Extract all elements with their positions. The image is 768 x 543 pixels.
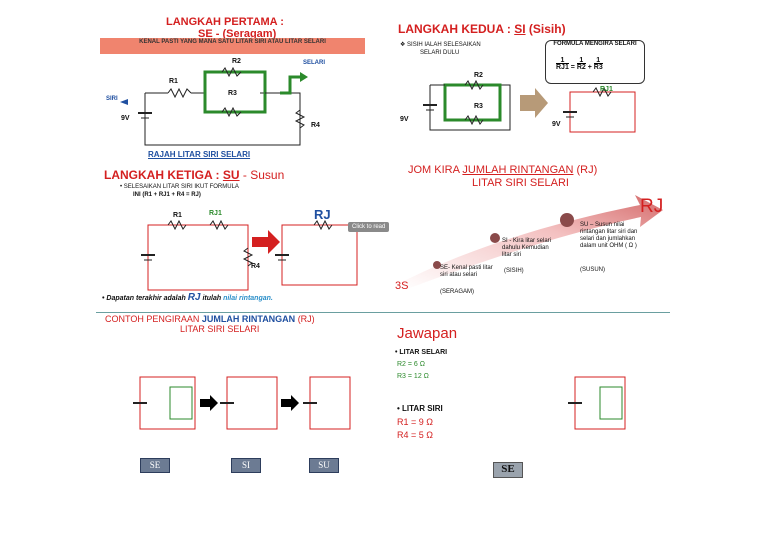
panel3-note-d: nilai rintangan. [223, 295, 273, 302]
panel4-title-d: LITAR SIRI SELARI [472, 177, 569, 189]
panel2-circuit [423, 79, 636, 133]
panel4-title-c: (RJ) [573, 164, 598, 176]
panel4-step2-tag: (SISIH) [504, 268, 524, 274]
panel1-r4-label: R4 [311, 122, 320, 129]
panel4-step1-tag: (SERAGAM) [440, 289, 475, 295]
panel4-rj: RJ [640, 196, 664, 217]
panel6-se-button[interactable]: SE [493, 462, 523, 478]
panel5-title-d: LITAR SIRI SELARI [180, 324, 260, 334]
panel3-rj1-label: RJ1 [209, 210, 222, 217]
click-to-read-tooltip[interactable]: Click to read [348, 222, 390, 232]
se-button[interactable]: SE [140, 458, 170, 473]
panel2-title: LANGKAH KEDUA : SI (Sisih) [398, 22, 566, 36]
panel1-voltage: 9V [121, 115, 130, 122]
panel4-title-a: JOM KIRA [408, 164, 463, 176]
panel3-note: • Dapatan terakhir adalah RJ itulah nila… [102, 292, 273, 303]
panel3-note-b: RJ [187, 292, 201, 303]
panel2-voltage: 9V [400, 116, 409, 123]
panel6-r1: R1 = 9 Ω [397, 417, 433, 427]
panel2-rj1-label: RJ1 [600, 86, 613, 93]
panel3-title-a: LANGKAH KETIGA : [104, 168, 223, 182]
panel1-r1-label: R1 [169, 78, 178, 85]
panel1-r3-label: R3 [228, 90, 237, 97]
panel4-step3: SU – Susun nilai rintangan litar siri da… [580, 222, 638, 249]
panel1-title: LANGKAH PERTAMA : [166, 16, 284, 28]
panel3-r4-label: R4 [251, 263, 260, 270]
panel2-title-c: (Sisih) [525, 22, 566, 36]
panel4-arrow-graphic [400, 195, 663, 289]
su-button[interactable]: SU [309, 458, 339, 473]
panel2-voltage-right: 9V [552, 121, 561, 128]
panel3-title-c: - Susun [239, 168, 285, 182]
panel6-r4: R4 = 5 Ω [397, 430, 433, 440]
panel3-r1-label: R1 [173, 212, 182, 219]
panel6-r3: R3 = 12 Ω [397, 373, 429, 380]
formula-r2: R2 [576, 63, 586, 71]
panel2-title-b: SI [514, 22, 526, 36]
panel3-note-a: • Dapatan terakhir adalah [102, 295, 188, 302]
panel3-circuit [141, 219, 358, 291]
panel2-r3-label: R3 [474, 103, 483, 110]
panel3-note-c: itulah [200, 295, 224, 302]
panel1-subtitle: SE - (Seragam) [198, 28, 277, 40]
panel1-banner: KENAL PASTI YANG MANA SATU LITAR SIRI AT… [100, 38, 365, 54]
panel3-bullet-a: • SELESAIKAN LITAR SIRI IKUT FORMULA [120, 184, 239, 190]
panel1-circuit [120, 66, 308, 146]
panel3-rj-label: RJ [314, 207, 331, 222]
panel3-bullet-b: INI (R1 + RJ1 + R4 = RJ) [133, 192, 201, 198]
panel4-step1: SE- Kenal pasti litar siri atau selari [440, 265, 493, 278]
panel2-title-a: LANGKAH KEDUA : [398, 22, 515, 36]
si-button[interactable]: SI [231, 458, 261, 473]
panel4-step3-tag: (SUSUN) [580, 267, 605, 273]
panel2-formula-title: FORMULA MENGIRA SELARI [553, 41, 637, 47]
formula-rj1: RJ1 [556, 63, 569, 71]
panel2-r2-label: R2 [474, 72, 483, 79]
panel5-circuits [133, 376, 351, 430]
panel6-r2: R2 = 6 Ω [397, 361, 425, 368]
panel5-title-b: JUMLAH RINTANGAN [201, 314, 296, 324]
panel1-r2-label: R2 [232, 58, 241, 65]
divider [96, 312, 670, 313]
panel1-caption: RAJAH LITAR SIRI SELARI [148, 150, 251, 159]
panel4-title-b: JUMLAH RINTANGAN [462, 164, 574, 176]
panel5-title-a: CONTOH PENGIRAAN [105, 314, 202, 324]
panel1-selari-label: SELARI [303, 60, 326, 66]
panel2-bullet-b: SELARI DULU [420, 50, 460, 56]
panel5-title: CONTOH PENGIRAAN JUMLAH RINTANGAN (RJ) [105, 314, 315, 324]
panel1-banner-text: KENAL PASTI YANG MANA SATU LITAR SIRI AT… [139, 39, 326, 45]
panel6-title: Jawapan [397, 325, 458, 342]
panel4-title: JOM KIRA JUMLAH RINTANGAN (RJ) [408, 164, 597, 176]
panel1-siri-label: SIRI [106, 96, 118, 102]
panel3-title-b: SU [222, 168, 240, 182]
panel6-selari-label: • LITAR SELARI [395, 349, 448, 356]
panel3-title: LANGKAH KETIGA : SU - Susun [104, 168, 284, 182]
panel6-siri-label: • LITAR SIRI [397, 404, 443, 413]
panel4-step2: SI - Kira litar selari dahulu Kemudian l… [502, 238, 552, 258]
panel5-title-c: (RJ) [295, 314, 315, 324]
panel6-circuit [568, 376, 626, 430]
panel4-3s: 3S [395, 280, 409, 292]
formula-r3: R3 [593, 63, 603, 71]
panel2-bullet-a: ❖ SISIH IALAH SELESAIKAN [400, 42, 481, 48]
